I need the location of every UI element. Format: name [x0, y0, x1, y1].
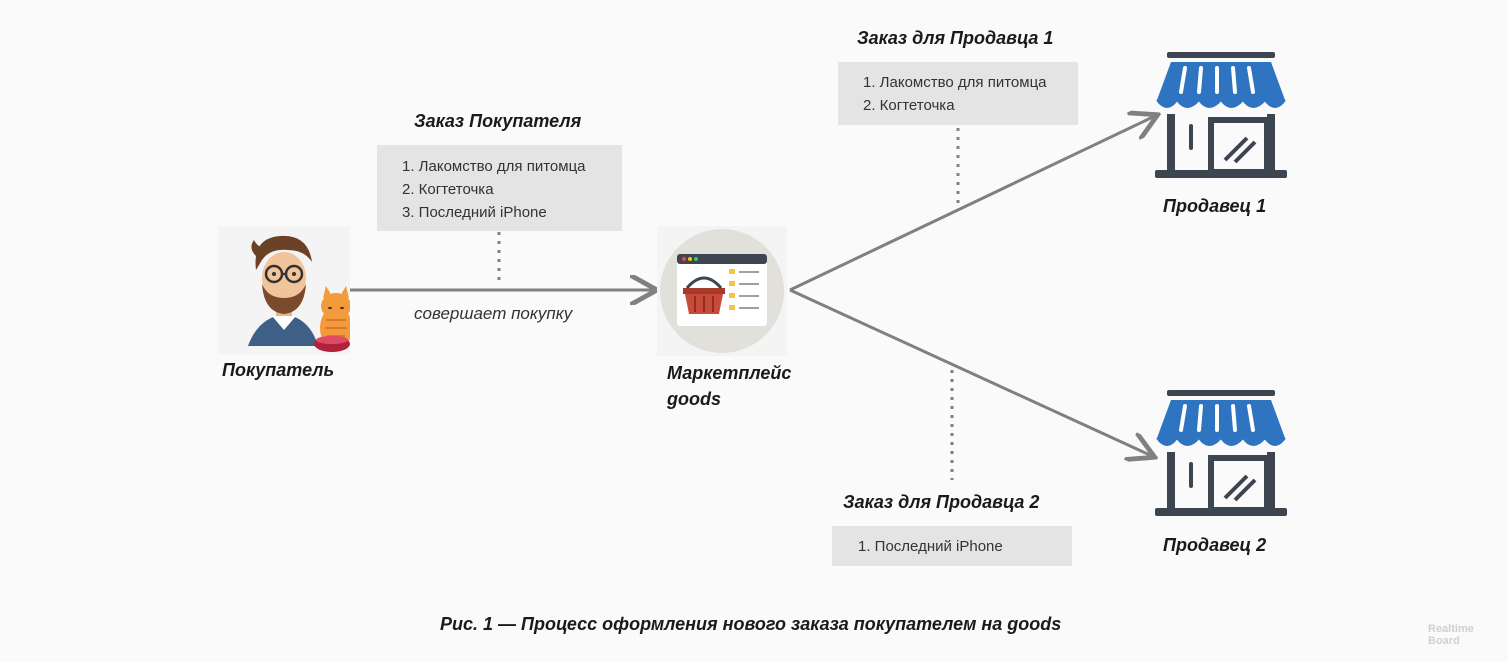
marketplace-label-line1: Маркетплейс [667, 363, 792, 383]
store-icon [1155, 390, 1287, 516]
buyer-order-box: 1. Лакомство для питомца 2. Когтеточка 3… [377, 145, 622, 231]
seller1-label: Продавец 1 [1163, 196, 1267, 216]
list-item: 3. Последний iPhone [402, 204, 547, 221]
watermark-line1: Realtime [1428, 623, 1474, 635]
figure-caption: Рис. 1 — Процесс оформления нового заказ… [440, 614, 1062, 634]
list-item: 1. Лакомство для питомца [402, 158, 586, 175]
seller2-store [1155, 390, 1287, 516]
seller2-order-list: 1. Последний iPhone [858, 535, 1072, 558]
buyer-icon [218, 226, 350, 354]
seller2-label: Продавец 2 [1163, 535, 1267, 555]
marketplace-icon [657, 226, 787, 356]
seller1-order-title: Заказ для Продавца 1 [857, 28, 1054, 48]
marketplace-label: Маркетплейс goods [667, 360, 791, 412]
seller2-order-box: 1. Последний iPhone [832, 526, 1072, 566]
realtimeboard-watermark: Realtime Board [1428, 623, 1474, 647]
seller2-order-title: Заказ для Продавца 2 [843, 492, 1040, 512]
buyer-with-cat-illustration [218, 226, 350, 354]
watermark-line2: Board [1428, 635, 1460, 647]
buyer-order-list: 1. Лакомство для питомца 2. Когтеточка 3… [402, 155, 622, 224]
buyer-label: Покупатель [222, 360, 335, 380]
buyer-order-title: Заказ Покупателя [414, 111, 582, 131]
list-item: 2. Когтеточка [863, 97, 955, 114]
arrow-marketplace-to-seller2 [789, 288, 1152, 456]
seller1-store [1155, 52, 1287, 178]
seller1-order-box: 1. Лакомство для питомца 2. Когтеточка [838, 62, 1078, 125]
list-item: 1. Лакомство для питомца [863, 74, 1047, 91]
arrow-marketplace-to-seller1 [789, 116, 1155, 292]
list-item: 2. Когтеточка [402, 181, 494, 198]
marketplace-label-line2: goods [667, 389, 721, 409]
edge-label-purchase: совершает покупку [414, 304, 573, 323]
store-icon [1155, 52, 1287, 178]
marketplace-node [657, 226, 787, 356]
list-item: 1. Последний iPhone [858, 538, 1003, 555]
seller1-order-list: 1. Лакомство для питомца 2. Когтеточка [863, 71, 1078, 117]
